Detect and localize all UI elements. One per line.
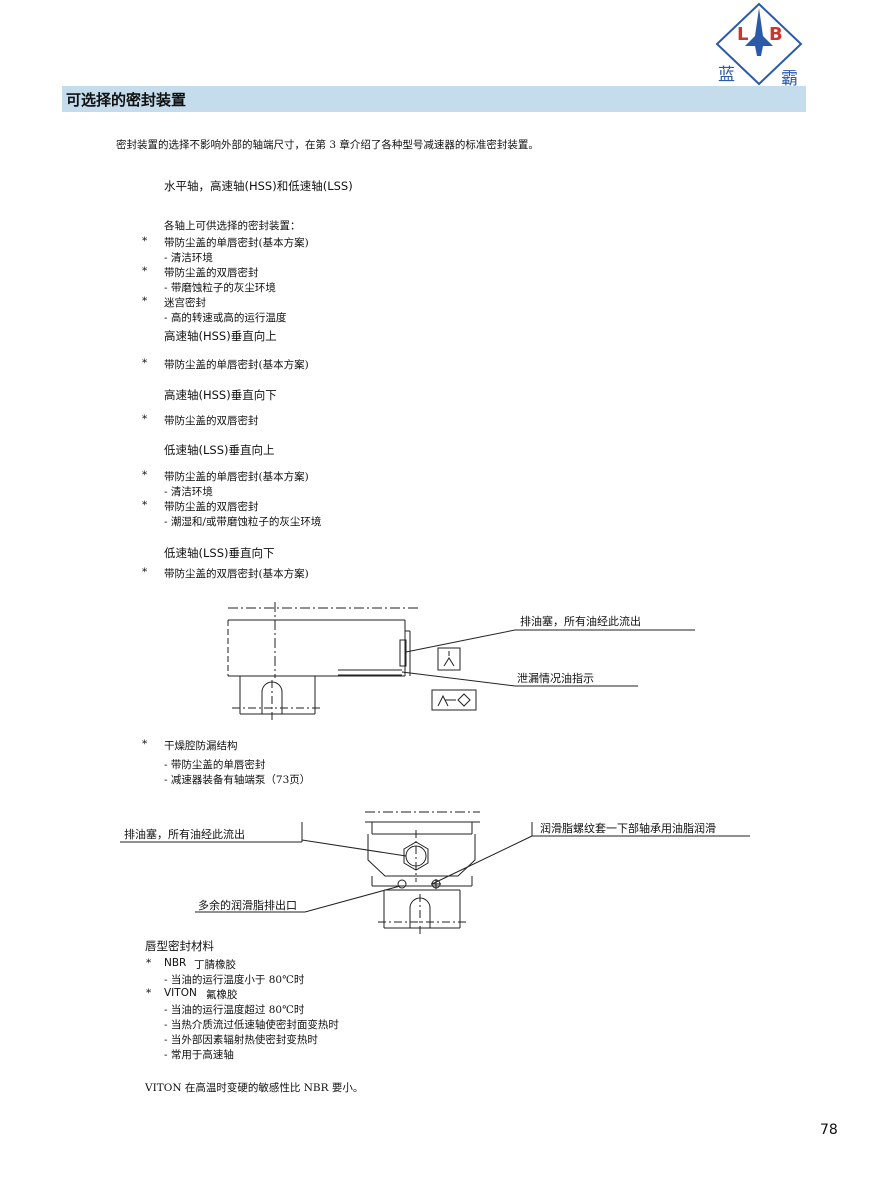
label-drain-plug-2: 排油塞，所有油经此流出 bbox=[124, 827, 245, 841]
page-number: 78 bbox=[820, 1122, 838, 1138]
list-bullet: * bbox=[142, 265, 148, 277]
lss-down-heading: 低速轴(LSS)垂直向下 bbox=[164, 546, 275, 560]
list-bullet: * bbox=[142, 566, 148, 578]
material-desc: 丁腈橡胶 bbox=[194, 959, 236, 971]
material-name: NBR bbox=[164, 957, 187, 969]
seal-diagram-drain-leak: 排油塞，所有油经此流出 泄漏情况油指示 bbox=[227, 602, 695, 720]
label-excess-grease: 多余的润滑脂排出口 bbox=[198, 898, 297, 912]
logo-char-right: 霸 bbox=[781, 69, 798, 86]
list-bullet: * bbox=[142, 357, 148, 369]
list-bullet: * bbox=[142, 413, 148, 425]
list-item: 带防尘盖的单唇密封(基本方案) bbox=[164, 237, 309, 249]
seal-diagram-grease: 排油塞，所有油经此流出 润滑脂螺纹套一下部轴承用油脂润滑 多余的润滑脂排出口 bbox=[120, 811, 750, 934]
list-subitem: - 高的转速或高的运行温度 bbox=[164, 312, 287, 324]
list-subitem: - 带磨蚀粒子的灰尘环境 bbox=[164, 282, 276, 294]
list-bullet: * bbox=[146, 987, 152, 999]
list-item: 带防尘盖的双唇密封(基本方案) bbox=[164, 568, 309, 580]
list-subitem: - 清洁环境 bbox=[164, 252, 213, 264]
lss-up-heading: 低速轴(LSS)垂直向上 bbox=[164, 443, 275, 457]
section-banner bbox=[62, 86, 806, 112]
label-drain-plug: 排油塞，所有油经此流出 bbox=[520, 614, 641, 628]
lanba-logo: L B 蓝 霸 bbox=[715, 2, 803, 86]
list-subitem: - 清洁环境 bbox=[164, 486, 213, 498]
horizontal-heading: 水平轴，高速轴(HSS)和低速轴(LSS) bbox=[164, 179, 353, 193]
list-item: 带防尘盖的双唇密封 bbox=[164, 267, 259, 279]
drain-symbol-icon bbox=[443, 651, 455, 667]
list-subitem: - 常用于高速轴 bbox=[164, 1049, 234, 1061]
list-subitem: - 带防尘盖的单唇密封 bbox=[164, 759, 266, 771]
logo-letter-right: B bbox=[769, 24, 783, 45]
horizontal-lead: 各轴上可供选择的密封装置： bbox=[164, 220, 301, 232]
list-bullet: * bbox=[142, 499, 148, 511]
list-subitem: - 当热介质流过低速轴使密封面变热时 bbox=[164, 1019, 339, 1031]
list-bullet: * bbox=[142, 469, 148, 481]
label-grease-nipple: 润滑脂螺纹套一下部轴承用油脂润滑 bbox=[540, 821, 716, 835]
list-item: 带防尘盖的双唇密封 bbox=[164, 415, 259, 427]
drywell-title: 干燥腔防漏结构 bbox=[164, 740, 238, 752]
list-bullet: * bbox=[146, 957, 152, 969]
list-subitem: - 潮湿和/或带磨蚀粒子的灰尘环境 bbox=[164, 516, 322, 528]
list-bullet: * bbox=[142, 235, 148, 247]
list-item: 带防尘盖的双唇密封 bbox=[164, 501, 259, 513]
list-subitem: - 减速器装备有轴端泵（73页） bbox=[164, 774, 311, 786]
hss-down-heading: 高速轴(HSS)垂直向下 bbox=[164, 388, 277, 402]
list-bullet: * bbox=[142, 738, 148, 750]
page-title: 可选择的密封装置 bbox=[66, 91, 187, 109]
material-desc: 氟橡胶 bbox=[206, 989, 238, 1001]
list-item: 带防尘盖的单唇密封(基本方案) bbox=[164, 471, 309, 483]
list-bullet: * bbox=[142, 295, 148, 307]
list-item: 带防尘盖的单唇密封(基本方案) bbox=[164, 359, 309, 371]
logo-char-left: 蓝 bbox=[718, 65, 735, 85]
list-item: 迷宫密封 bbox=[164, 297, 206, 309]
lip-material-note: VITON 在高温时变硬的敏感性比 NBR 要小。 bbox=[145, 1082, 364, 1094]
logo-letter-left: L bbox=[737, 24, 748, 45]
lip-material-heading: 唇型密封材料 bbox=[145, 939, 214, 953]
material-name: VITON bbox=[164, 987, 197, 999]
label-leak-indicator: 泄漏情况油指示 bbox=[517, 671, 594, 685]
list-subitem: - 当油的运行温度超过 80℃时 bbox=[164, 1004, 305, 1016]
logo-diamond-icon bbox=[715, 2, 803, 86]
list-subitem: - 当外部因素辐射热使密封变热时 bbox=[164, 1034, 318, 1046]
list-subitem: - 当油的运行温度小于 80℃时 bbox=[164, 974, 305, 986]
intro-text: 密封装置的选择不影响外部的轴端尺寸，在第 3 章介绍了各种型号减速器的标准密封装… bbox=[116, 139, 539, 151]
leak-indicator-icon bbox=[437, 693, 471, 707]
logo-rocket-icon bbox=[745, 8, 773, 56]
hss-up-heading: 高速轴(HSS)垂直向上 bbox=[164, 329, 277, 343]
